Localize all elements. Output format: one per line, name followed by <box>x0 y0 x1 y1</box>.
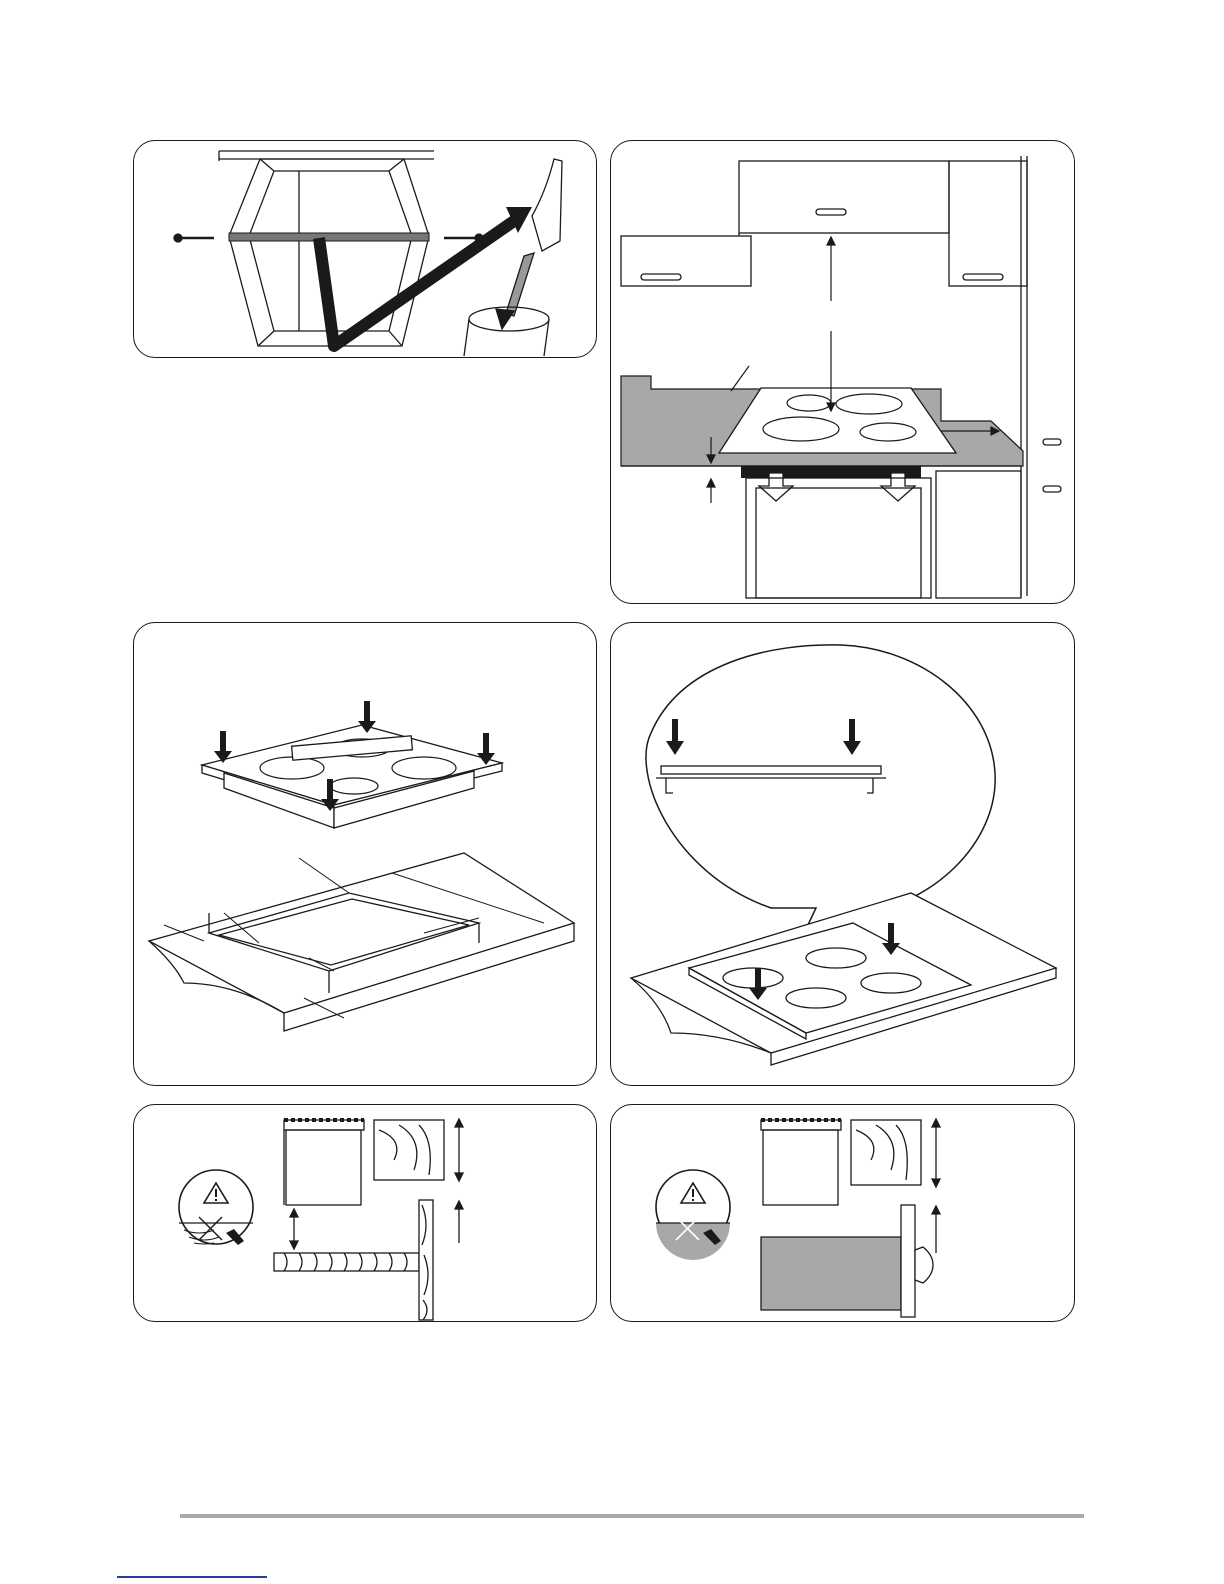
seal-strip <box>229 233 429 241</box>
insertion-detail-illustration <box>611 623 1075 1086</box>
panel-clearance-oven <box>610 1104 1075 1322</box>
panel-insertion-detail <box>610 622 1075 1086</box>
panel-cabinet-seal <box>133 140 597 358</box>
warning-callout <box>179 1170 253 1245</box>
bottom-link-underline <box>117 1576 267 1578</box>
clearance-wood-illustration <box>134 1105 597 1322</box>
worktop-cutout <box>149 853 574 1031</box>
panel-levelling-cutout <box>133 622 597 1086</box>
brush-icon <box>496 159 562 329</box>
application-arrow <box>319 207 532 346</box>
cabinet-seal-illustration <box>134 141 597 358</box>
panel-clearance-distances <box>610 140 1075 604</box>
footer-rule <box>180 1514 1084 1518</box>
hob-on-worktop <box>631 893 1056 1065</box>
oven-drawer-gray <box>761 1237 901 1310</box>
kitchen-clearance-illustration <box>611 141 1075 604</box>
warning-callout <box>656 1170 730 1260</box>
levelling-cutout-illustration <box>134 623 597 1086</box>
panel-clearance-wood <box>133 1104 597 1322</box>
clearance-oven-illustration <box>611 1105 1075 1322</box>
